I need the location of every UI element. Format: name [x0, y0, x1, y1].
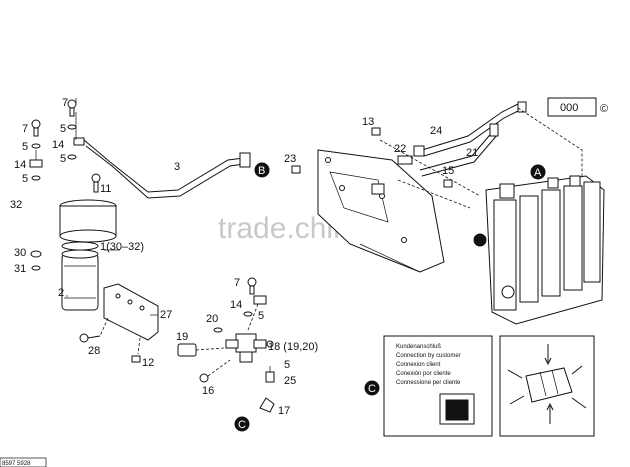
- lower-fitting-group: [243, 277, 267, 331]
- callout-5: 5: [284, 359, 290, 371]
- marker-b-upper-label: B: [258, 165, 265, 177]
- screw-16: [199, 359, 231, 383]
- marker-c-lower-label: C: [238, 419, 246, 431]
- banjo-fitting-part: [73, 137, 85, 146]
- nut-23: [291, 165, 301, 174]
- callout-19: 19: [176, 331, 188, 343]
- callout-11: 11: [100, 183, 111, 195]
- callout-23: 23: [284, 153, 296, 165]
- callout-27: 27: [160, 309, 172, 321]
- leader-a: [517, 107, 583, 190]
- footer-code: 8597 5928: [2, 461, 31, 467]
- marker-a-label: A: [534, 167, 542, 179]
- plug-19: [177, 343, 225, 357]
- copyright-symbol: ©: [600, 103, 608, 115]
- callout-16: 16: [202, 385, 214, 397]
- seal-ring-part: [67, 124, 77, 130]
- callout-1: 1(30–32): [100, 241, 144, 253]
- callout-7: 7: [234, 277, 240, 289]
- seal-ring-part: [31, 143, 41, 149]
- reference-box: 000 ©: [547, 97, 608, 117]
- callout-5: 5: [258, 310, 264, 322]
- callout-13: 13: [362, 116, 374, 128]
- callout-25: 25: [284, 375, 296, 387]
- screw-28: [79, 333, 101, 343]
- callout-31: 31: [14, 263, 26, 275]
- hydraulic-pipe-3: [83, 139, 251, 199]
- nut-15: [443, 179, 453, 188]
- reference-code-frame: [547, 97, 597, 117]
- callout-3: 3: [174, 161, 180, 173]
- elbow-17: [259, 397, 275, 413]
- filter-seal-part: [61, 241, 99, 251]
- inset-text-es: Conexión por cliente: [396, 371, 451, 377]
- callout-22: 22: [394, 143, 406, 155]
- callout-15: 15: [442, 165, 454, 177]
- callout-18: 18 (19,20): [268, 341, 318, 353]
- callout-32: 32: [10, 199, 22, 211]
- seal-20: [213, 327, 223, 333]
- pipe-24: [413, 101, 527, 157]
- valve-detail-inset: [499, 335, 595, 437]
- seal-ring-part: [67, 154, 77, 160]
- tee-fitting-18: [225, 333, 274, 363]
- oring-31-part: [31, 265, 41, 271]
- callout-5: 5: [60, 123, 66, 135]
- banjo-fitting-part: [29, 159, 43, 168]
- callout-20: 20: [206, 313, 218, 325]
- callout-7: 7: [62, 97, 68, 109]
- marker-c-inset: [364, 380, 380, 396]
- callout-5: 5: [22, 141, 28, 153]
- marker-b-upper: [254, 162, 270, 178]
- filter-assembly: [30, 199, 117, 311]
- callout-5: 5: [22, 173, 28, 185]
- control-valve-block: [473, 175, 605, 325]
- banjo-bolt-part: [31, 119, 41, 129]
- inset-text-it: Connessione per cliente: [396, 380, 461, 386]
- reference-code: 000: [560, 102, 578, 114]
- callout-24: 24: [430, 125, 442, 137]
- callout-2: 2: [58, 287, 64, 299]
- inset-text-fr: Connexion client: [396, 362, 441, 368]
- nut-12: [131, 355, 141, 363]
- bolt-shank-part: [33, 127, 39, 137]
- callout-30: 30: [14, 247, 26, 259]
- marker-a: [530, 164, 546, 180]
- mounting-plate: [317, 149, 445, 273]
- upper-fitting-group: [29, 99, 101, 193]
- bolt-shank-part: [93, 181, 99, 193]
- callout-12: 12: [142, 357, 154, 369]
- oring-30-part: [30, 250, 42, 258]
- fitting-25: [265, 366, 275, 383]
- callout-7: 7: [22, 123, 28, 135]
- callout-14: 14: [230, 299, 242, 311]
- callout-5: 5: [60, 153, 66, 165]
- callout-14: 14: [14, 159, 26, 171]
- callout-28: 28: [88, 345, 100, 357]
- bracket-27: [99, 283, 159, 355]
- seal-ring-part: [31, 175, 41, 181]
- callout-17: 17: [278, 405, 290, 417]
- inset-text-de: Kundenanschluß: [396, 344, 441, 350]
- nut-13: [371, 127, 381, 136]
- fitting-22: [397, 155, 413, 165]
- marker-c-inset-label: C: [368, 383, 376, 395]
- callout-14: 14: [52, 139, 64, 151]
- inset-text-en: Connection by customer: [396, 353, 461, 359]
- callout-21: 21: [466, 147, 478, 159]
- banjo-bolt-part: [67, 99, 77, 109]
- customer-connection-inset: Kundenanschluß Connection by customer Co…: [383, 335, 493, 437]
- marker-c-lower: [234, 416, 250, 432]
- bolt-shank-part: [69, 107, 75, 117]
- bracket-plate: [103, 283, 159, 341]
- banjo-bolt-part: [91, 173, 101, 183]
- pipe-21: [419, 123, 499, 177]
- filter-cartridge-part: [61, 253, 99, 311]
- pipe-nut-part: [239, 152, 251, 168]
